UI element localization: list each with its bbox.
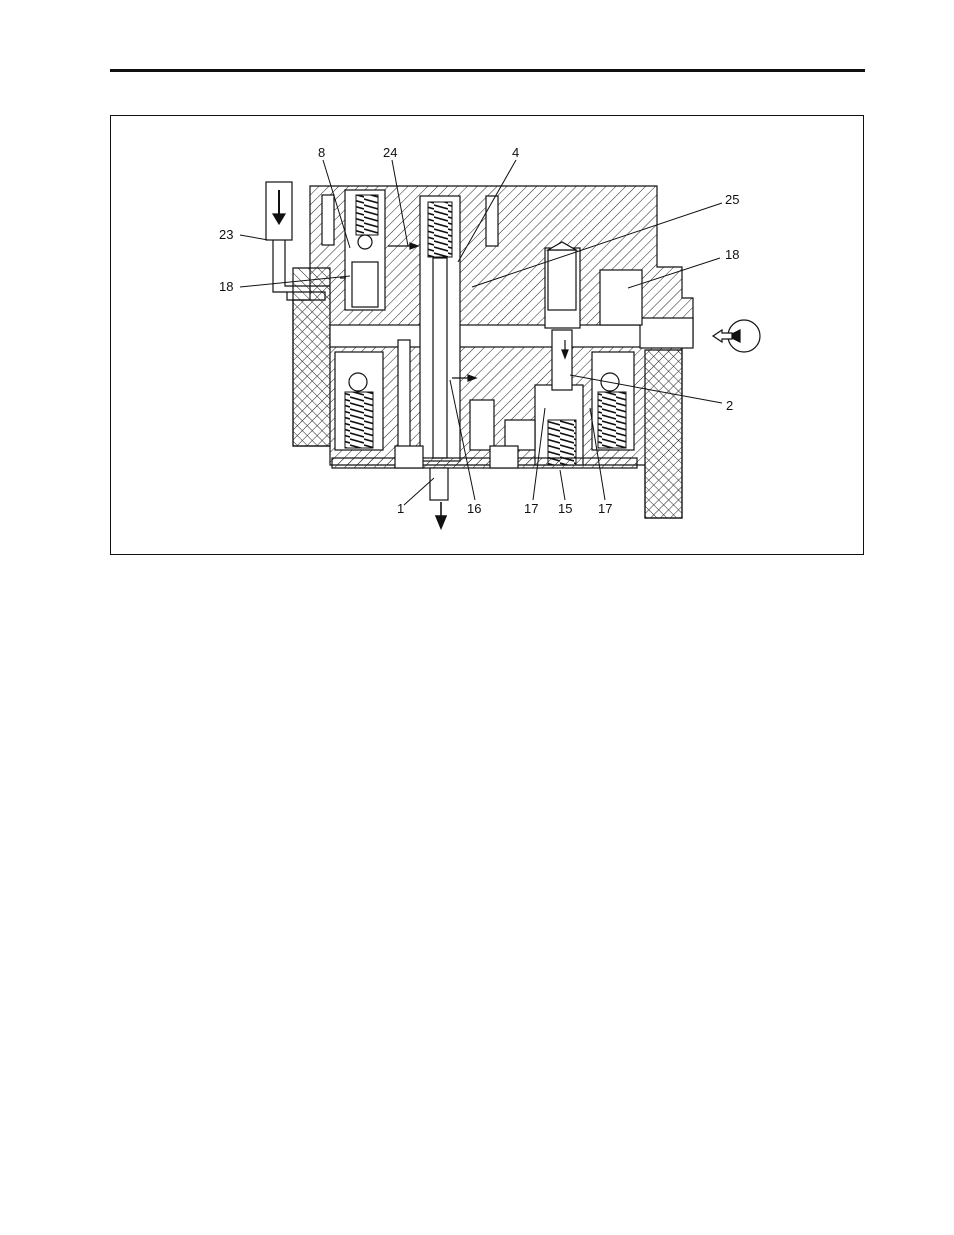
callout-2: 2	[726, 398, 733, 413]
outlet-arrow-icon	[436, 502, 446, 528]
callout-24: 24	[383, 145, 397, 160]
callout-16: 16	[467, 501, 481, 516]
callout-23: 23	[219, 227, 233, 242]
callout-15: 15	[558, 501, 572, 516]
callout-1: 1	[397, 501, 404, 516]
callout-18-left: 18	[219, 279, 233, 294]
callout-17-left: 17	[524, 501, 538, 516]
callout-4: 4	[512, 145, 519, 160]
inlet-pressure-source-icon	[713, 320, 760, 352]
callout-17-right: 17	[598, 501, 612, 516]
callout-18-right: 18	[725, 247, 739, 262]
callout-8: 8	[318, 145, 325, 160]
callout-25: 25	[725, 192, 739, 207]
